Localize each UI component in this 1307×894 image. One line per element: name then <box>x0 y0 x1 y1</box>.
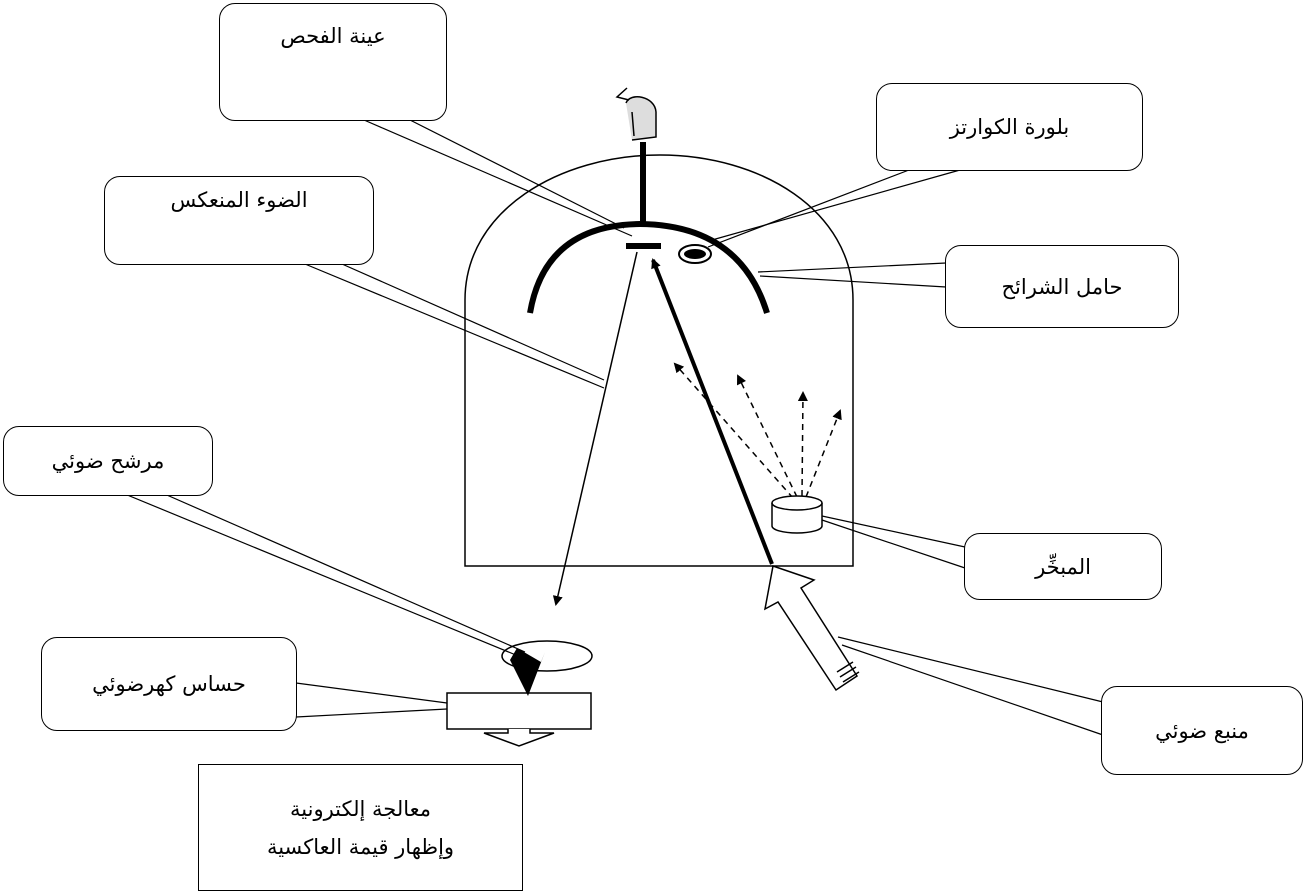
filter-arrow-icon <box>510 648 545 696</box>
light-source-icon <box>763 565 860 692</box>
callout-sample: عينة الفحص <box>219 3 447 121</box>
label-vaporizer: المبخِّر <box>1035 554 1091 579</box>
callout-slide-holder: حامل الشرائح <box>945 245 1179 328</box>
electronic-processing-box: معالجة إلكترونية وإظهار قيمة العاكسية <box>198 764 523 891</box>
callout-reflected-light: الضوء المنعكس <box>104 176 374 265</box>
processing-line-2: وإظهار قيمة العاكسية <box>266 834 455 859</box>
leader-lines <box>119 119 1104 736</box>
rotation-arrow-icon <box>615 87 657 141</box>
output-arrow-icon <box>483 729 555 747</box>
quartz-crystal-icon <box>678 244 712 264</box>
label-sample: عينة الفحص <box>280 24 386 48</box>
processing-line-1: معالجة إلكترونية <box>290 796 432 821</box>
photodetector-block <box>446 692 592 730</box>
callout-optical-filter: مرشح ضوئي <box>3 426 213 496</box>
label-quartz: بلورة الكوارتز <box>949 115 1070 139</box>
incident-ray <box>651 258 774 565</box>
label-photodetector: حساس كهرضوئي <box>92 672 246 696</box>
label-reflected-light: الضوء المنعكس <box>170 187 308 212</box>
vacuum-chamber <box>464 154 854 567</box>
label-optical-filter: مرشح ضوئي <box>51 449 165 473</box>
callout-light-source: منبع ضوئي <box>1101 686 1303 775</box>
label-light-source: منبع ضوئي <box>1155 718 1249 743</box>
callout-photodetector: حساس كهرضوئي <box>41 637 297 731</box>
evaporation-flux <box>673 362 842 499</box>
vaporizer-icon <box>771 495 823 534</box>
slide-holder-arc <box>527 220 770 314</box>
label-slide-holder: حامل الشرائح <box>1001 274 1123 299</box>
reflected-ray <box>552 251 638 606</box>
callout-quartz: بلورة الكوارتز <box>876 83 1143 171</box>
callout-vaporizer: المبخِّر <box>964 533 1162 600</box>
